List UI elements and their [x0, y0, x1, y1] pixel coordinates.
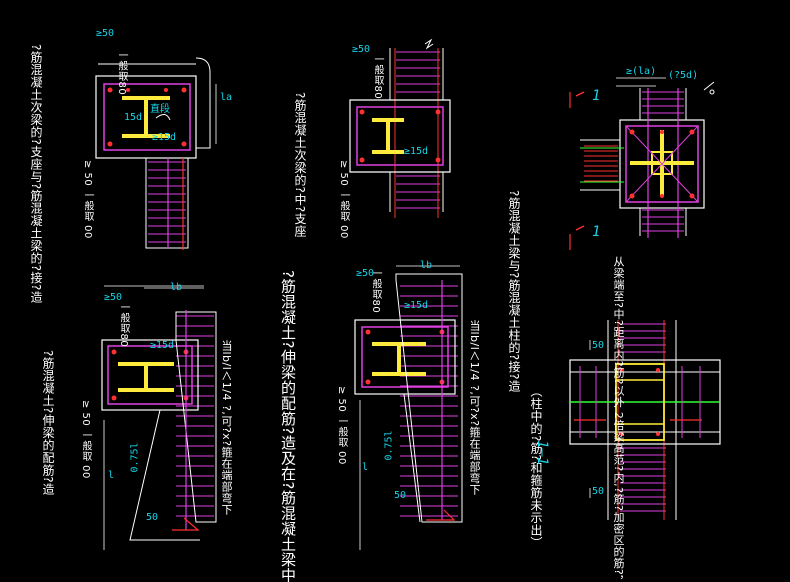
detail-top-mid [349, 38, 451, 218]
note-column: （柱中的?筋?和箍筋未示出） [529, 385, 543, 549]
caption-right: ?筋混凝土梁与?筋混凝土柱的?接?造 [507, 190, 521, 393]
dim-50-3: ≥50 [104, 292, 123, 303]
dim-15d-4: ≥15d [404, 300, 429, 311]
note-top-2: 一般取80 [372, 54, 383, 100]
dim-la: la [220, 92, 233, 103]
dim-l-1: l [108, 470, 115, 481]
note-top-1: 一般取80 [116, 50, 127, 96]
note-lip-3: ≥ 50 一般取 00 [80, 400, 91, 479]
note-bottom-mid: ?筋混凝土?伸梁的配筋?造及在?筋混凝土梁中的?固?在?筋混凝土梁中的?固 [279, 270, 297, 582]
caption-top-mid: ?筋混凝土次梁的?中?支座 [293, 92, 307, 238]
dim-15d-1: ≥15d [152, 132, 177, 143]
dimension-lines [103, 77, 666, 550]
note-right: 从梁端至?中?距离内?筋?以外 2倍梁高范?内,?筋?加密区的筋?，?筋?混凝土… [612, 256, 625, 582]
dim-zuo: 直段 [150, 104, 170, 115]
detail-section-1-1 [569, 320, 721, 520]
dim-l-2: l [362, 462, 369, 473]
dim-15d-3: ≥15d [150, 340, 175, 351]
dim-50-sec-2: 50 [592, 486, 605, 497]
dim-lb-2: lb [420, 260, 433, 271]
dim-075l-2: 0.75l [383, 430, 395, 461]
note-lip-2: ≥ 50 一般取 00 [338, 160, 349, 239]
dim-50-4: ≥50 [356, 268, 375, 279]
note-cond-1: 当lb/l＜1/4 ?,可?x?箍在端部弯下 [220, 340, 233, 516]
dim-50-low-2: 50 [394, 490, 407, 501]
note-cond-2: 当lb/l＜1/4 ?,可?x?箍在端部弯下 [468, 320, 481, 496]
caption-top-left: ?筋混凝土次梁的?支座与?筋混凝土梁的?接?造 [29, 44, 43, 304]
note-lip-1: ≥ 50 一般取 00 [82, 160, 93, 239]
dim-l5d: (?5d) [668, 70, 699, 81]
dim-50-low-1: 50 [146, 512, 159, 523]
section-label: 1—1 [534, 440, 550, 466]
section-mark-bottom: 1 [592, 224, 601, 240]
detail-top-left [95, 57, 211, 250]
dim-lb-1: lb [170, 282, 183, 293]
dim-50-1: ≥50 [96, 28, 115, 39]
dim-lae: ≥(la) [626, 66, 657, 77]
detail-cantilever-mid [354, 273, 463, 523]
caption-bottom-left: ?筋混凝土?伸梁的配筋?造 [41, 350, 55, 496]
dim-15d-5: 15d [124, 112, 143, 123]
note-top-4: 一般取80 [370, 268, 381, 314]
dim-50-2: ≥50 [352, 44, 371, 55]
dim-15d-2: ≥15d [404, 146, 429, 157]
note-top-3: 一般取80 [118, 302, 129, 348]
section-lines [569, 92, 702, 421]
detail-beam-column-joint [575, 81, 715, 238]
note-lip-4: ≥ 50 一般取 00 [336, 386, 347, 465]
detail-cantilever-left [101, 310, 217, 541]
section-mark-top: 1 [592, 88, 601, 104]
dim-075l-1: 0.75l [129, 442, 141, 473]
dim-50-sec-1: 50 [592, 340, 605, 351]
